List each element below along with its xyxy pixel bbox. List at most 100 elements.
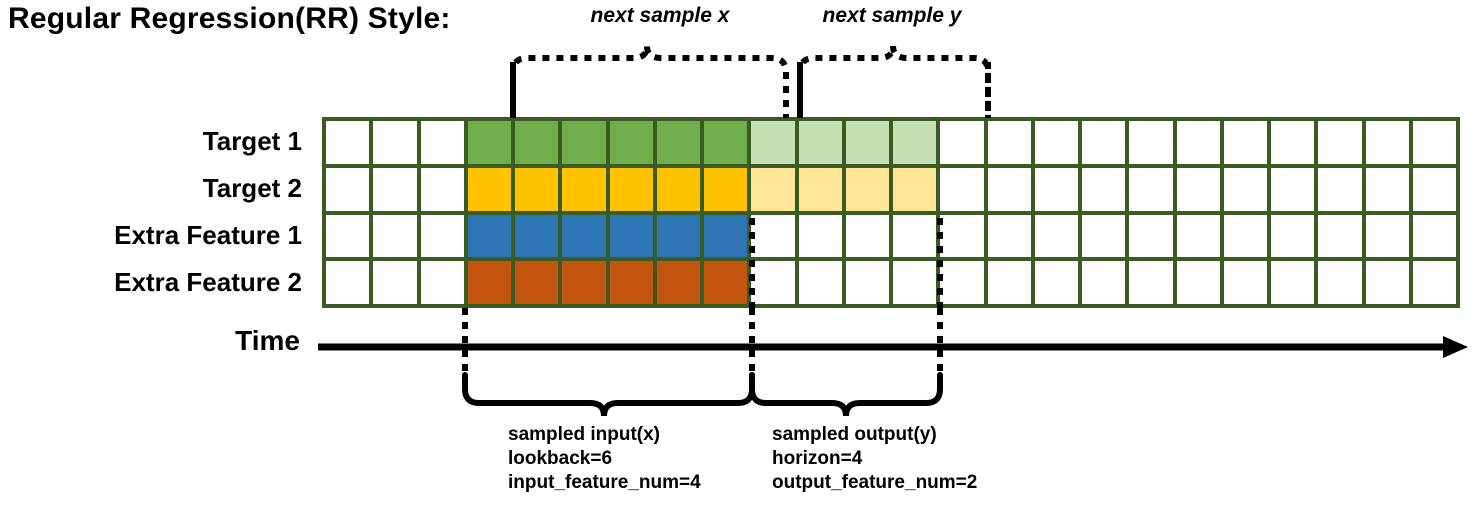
grid-cell-empty [1223,167,1267,211]
grid-cell-empty [798,261,842,304]
grid-cell-empty [1082,214,1126,258]
grid-cell-extra-feature2-input [609,261,653,304]
grid-cell-empty [1365,261,1409,304]
grid-cell-empty [987,121,1031,164]
grid-cell-empty [326,261,370,304]
grid-cell-empty [1318,167,1362,211]
brace-sampled-input [462,372,755,417]
grid-cell-empty [1176,167,1220,211]
grid-cell-empty [1034,214,1078,258]
timeseries-grid [322,117,1460,308]
grid-cell-empty [1129,121,1173,164]
grid-cell-empty [940,214,984,258]
caption-sampled-input: sampled input(x) lookback=6 input_featur… [508,423,701,495]
grid-cell-empty [326,167,370,211]
grid-cell-target1-output [751,121,795,164]
grid-cell-target1-input [609,121,653,164]
grid-cell-empty [1129,261,1173,304]
grid-cell-empty [893,214,937,258]
grid-cell-empty [1176,121,1220,164]
grid-cell-target1-output [893,121,937,164]
grid-cell-empty [1223,214,1267,258]
grid-cell-empty [420,167,464,211]
grid-cell-empty [893,261,937,304]
grid-cell-empty [1412,121,1456,164]
grid-cell-empty [1412,214,1456,258]
grid-cell-empty [1082,167,1126,211]
grid-cell-empty [420,261,464,304]
grid-cell-target2-input [656,167,700,211]
row-label-target-1: Target 1 [202,126,302,156]
grid-cell-empty [1412,167,1456,211]
grid-cell-extra-feature2-input [704,261,748,304]
grid-cell-target2-output [845,167,889,211]
grid-cell-extra-feature2-input [656,261,700,304]
grid-cell-empty [1365,214,1409,258]
grid-cell-target2-output [893,167,937,211]
grid-cell-target1-input [515,121,559,164]
grid-cell-empty [845,261,889,304]
grid-cell-target1-output [798,121,842,164]
grid-cell-empty [987,214,1031,258]
grid-cell-empty [845,214,889,258]
grid-cell-empty [1318,214,1362,258]
caption-input-lookback: lookback=6 [508,448,613,469]
grid-cell-empty [420,121,464,164]
label-next-sample-y: next sample y [822,4,962,27]
grid-cell-empty [1412,261,1456,304]
grid-cell-empty [1129,214,1173,258]
caption-input-title: sampled input(x) [508,424,661,445]
caption-output-horizon: horizon=4 [772,448,863,469]
grid-cell-empty [1318,261,1362,304]
caption-input-feature-num: input_feature_num=4 [508,472,701,493]
grid-cell-target2-output [798,167,842,211]
brace-next-sample-x [510,45,789,118]
brace-next-sample-y [797,45,991,118]
caption-output-feature-num: output_feature_num=2 [772,472,978,493]
grid-cell-target2-input [704,167,748,211]
grid-cell-empty [940,121,984,164]
grid-cell-extra-feature2-input [467,261,511,304]
grid-cell-empty [1223,261,1267,304]
grid-cell-empty [1365,121,1409,164]
grid-cell-extra-feature1-input [609,214,653,258]
grid-cell-empty [1176,261,1220,304]
grid-cell-target1-input [704,121,748,164]
caption-sampled-output: sampled output(y) horizon=4 output_featu… [772,423,977,495]
grid-cell-target2-input [515,167,559,211]
grid-cell-extra-feature1-input [562,214,606,258]
grid-cell-target2-output [751,167,795,211]
grid-cell-empty [751,214,795,258]
grid-cell-target2-input [562,167,606,211]
row-label-extra-feature-1: Extra Feature 1 [114,220,302,250]
grid-cell-empty [1034,121,1078,164]
grid-cell-empty [1176,214,1220,258]
time-axis-label: Time [235,325,300,356]
grid-cell-empty [1129,167,1173,211]
grid-cell-empty [326,214,370,258]
grid-cell-empty [798,214,842,258]
grid-cell-empty [1271,261,1315,304]
grid-cell-extra-feature2-input [562,261,606,304]
brace-sampled-output [749,372,943,417]
row-label-target-2: Target 2 [202,173,302,203]
caption-output-title: sampled output(y) [772,424,937,445]
grid-cell-empty [326,121,370,164]
grid-cell-target1-input [562,121,606,164]
grid-cell-target2-input [609,167,653,211]
grid-cell-empty [1034,167,1078,211]
grid-cell-empty [940,261,984,304]
grid-cell-empty [940,167,984,211]
grid-cell-target2-input [467,167,511,211]
grid-cell-target1-input [656,121,700,164]
grid-cell-empty [1271,121,1315,164]
grid-cell-extra-feature1-input [704,214,748,258]
page-title: Regular Regression(RR) Style: [8,2,451,35]
label-next-sample-x: next sample x [590,4,730,27]
grid-cell-empty [1082,121,1126,164]
grid-cell-extra-feature1-input [656,214,700,258]
grid-cell-empty [987,261,1031,304]
grid-cell-empty [987,167,1031,211]
grid-cell-empty [373,214,417,258]
grid-cell-empty [1034,261,1078,304]
